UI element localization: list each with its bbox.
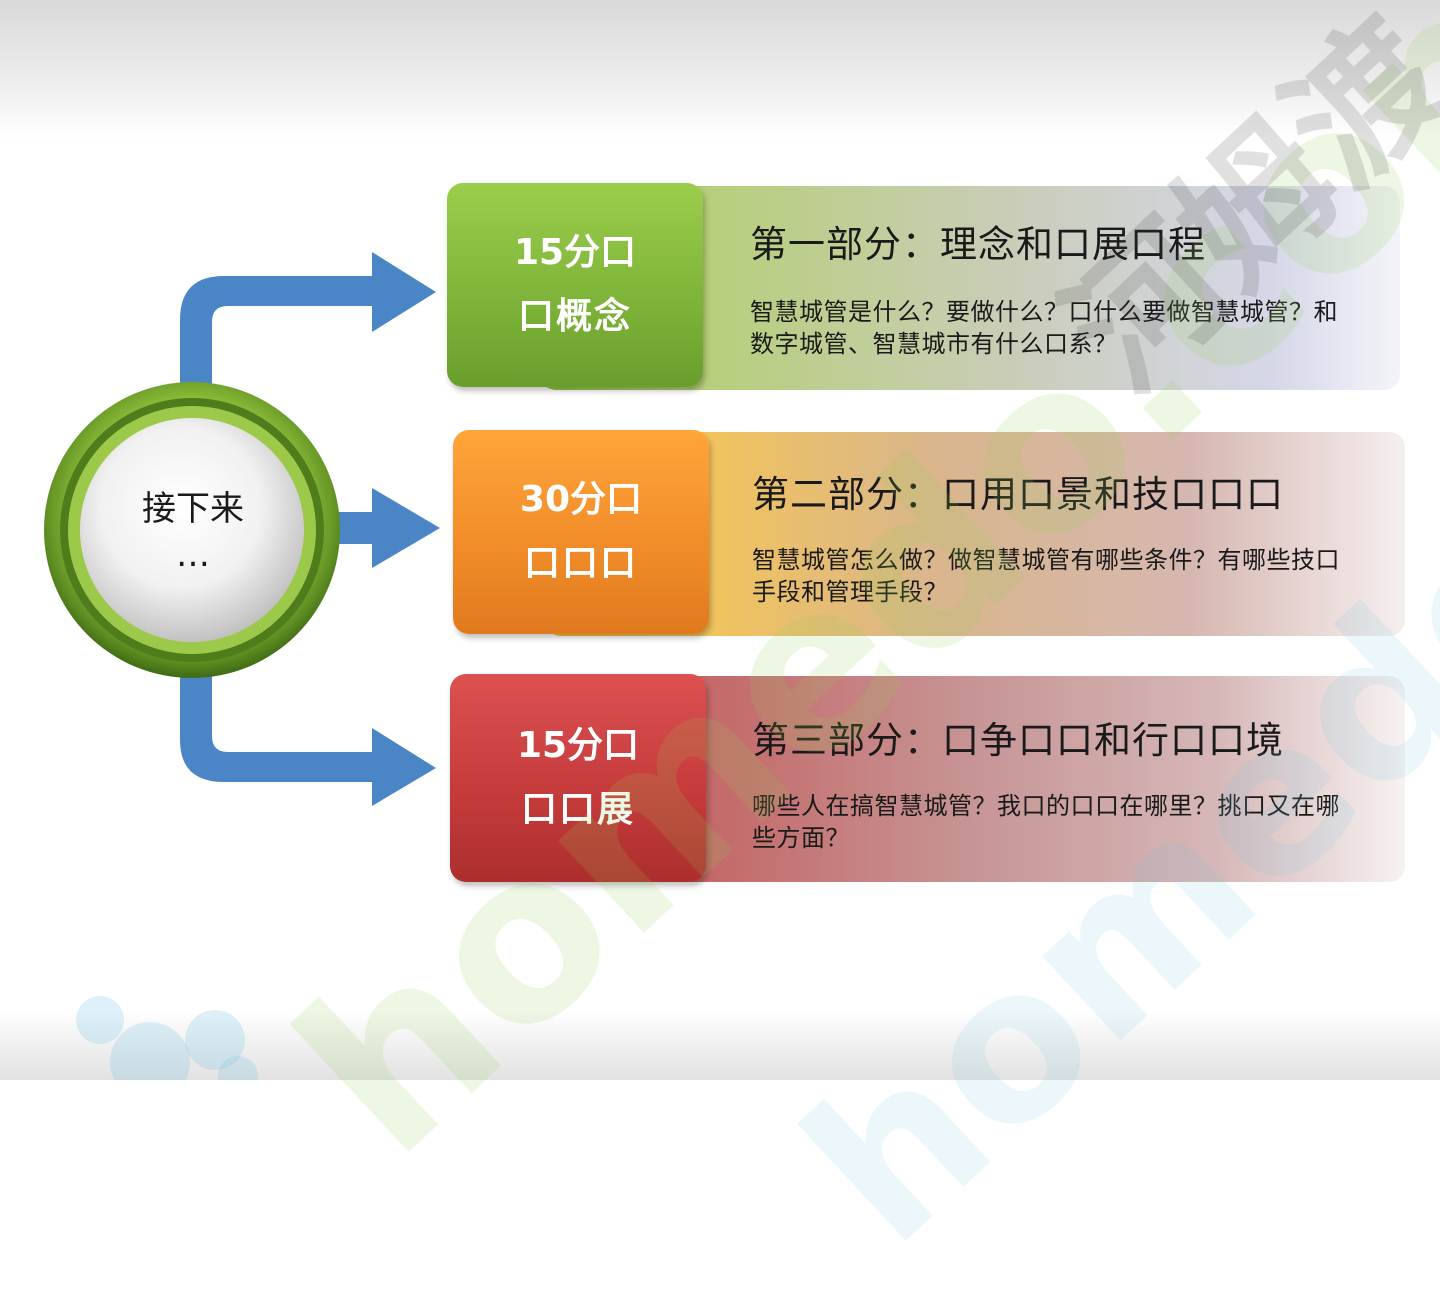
section-3-heading: 第三部分：口争口口和行口口境	[752, 719, 1284, 762]
section-1-description: 智慧城管是什么？要做什么？口什么要做智慧城管？和数字城管、智慧城市有什么口系？	[750, 298, 1338, 358]
arrow-to-section-2	[300, 488, 440, 568]
section-1-heading: 第一部分：理念和口展口程	[750, 223, 1206, 266]
section-2-tag: 30分口 口口口	[453, 430, 709, 634]
connector-graphic	[44, 252, 440, 806]
section-3-description: 哪些人在搞智慧城管？我口的口口在哪里？挑口又在哪些方面？	[752, 792, 1340, 852]
section-1-tag: 15分口 口概念	[447, 183, 703, 387]
flower-logo-icon	[76, 996, 258, 1080]
section-1-topic: 口概念	[517, 296, 632, 337]
hub-label-line-2: …	[176, 535, 210, 575]
section-3-tag: 15分口 口口展	[450, 674, 706, 882]
section-3-topic: 口口展	[520, 789, 635, 830]
section-3-time: 15分口	[516, 725, 640, 766]
background-bottom-band	[0, 1010, 1440, 1080]
section-2-description: 智慧城管怎么做？做智慧城管有哪些条件？有哪些技口手段和管理手段？	[752, 546, 1340, 606]
watermark-logo	[76, 996, 258, 1080]
section-2-time: 30分口	[519, 479, 643, 520]
section-2-heading: 第二部分：口用口景和技口口口	[752, 473, 1284, 516]
arrow-to-section-1	[180, 252, 436, 420]
section-1-time: 15分口	[513, 232, 637, 273]
arrow-to-section-3	[180, 640, 436, 806]
background-top-band	[0, 0, 1440, 140]
hub-label-line-1: 接下来	[142, 489, 244, 529]
section-2-topic: 口口口	[523, 543, 638, 584]
hub-circle	[44, 382, 340, 678]
hub-label: 接下来 …	[118, 486, 268, 578]
